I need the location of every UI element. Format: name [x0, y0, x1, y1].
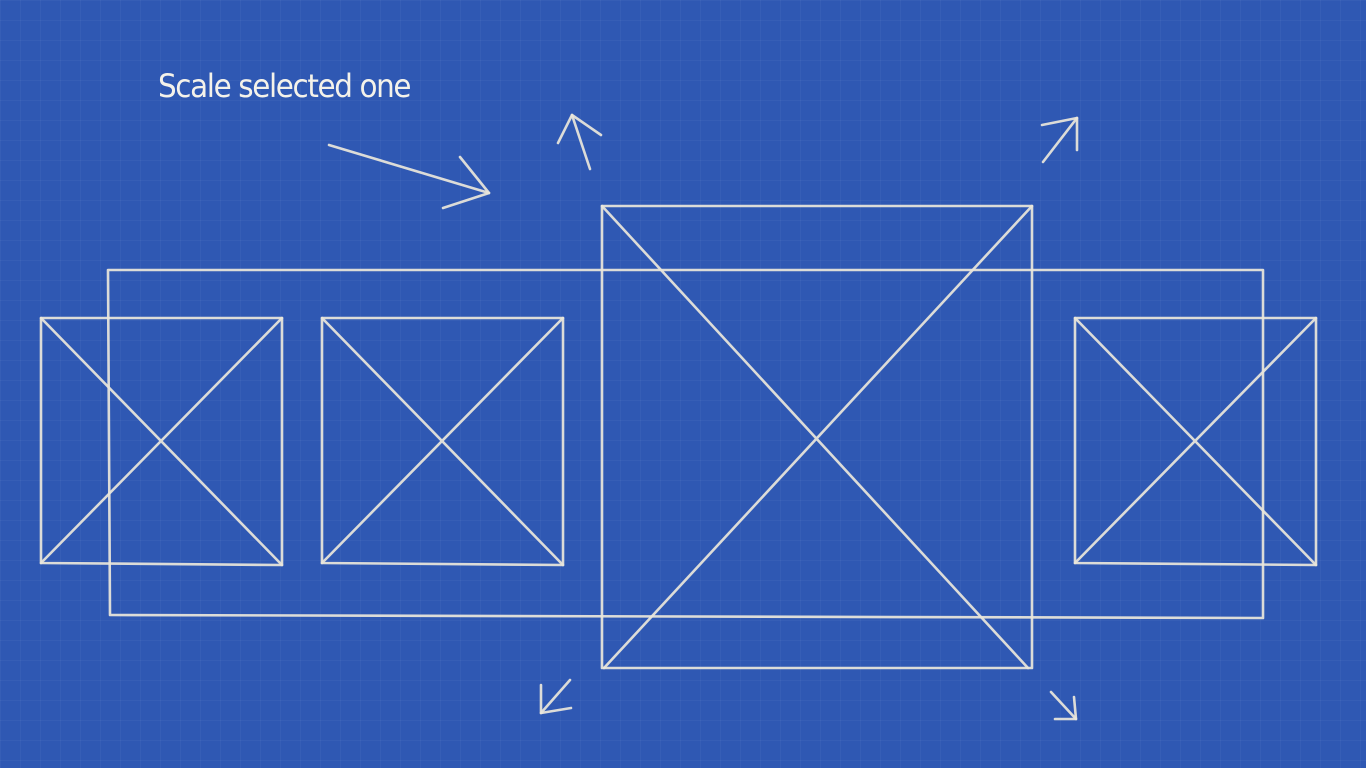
image-placeholder-2: [320, 316, 565, 567]
scale-arrow-up-right-icon: [1040, 116, 1079, 164]
image-placeholder-4: [1073, 316, 1318, 567]
carousel-frame: [106, 268, 1265, 620]
scale-arrow-up-icon: [556, 113, 603, 171]
pointer-arrow-icon: [327, 143, 491, 210]
annotation-label: Scale selected one: [158, 67, 412, 105]
image-placeholder-selected: [600, 204, 1034, 670]
image-placeholder-1: [39, 316, 284, 567]
scale-arrow-down-right-icon: [1049, 690, 1078, 721]
scale-arrow-down-left-icon: [539, 678, 573, 715]
